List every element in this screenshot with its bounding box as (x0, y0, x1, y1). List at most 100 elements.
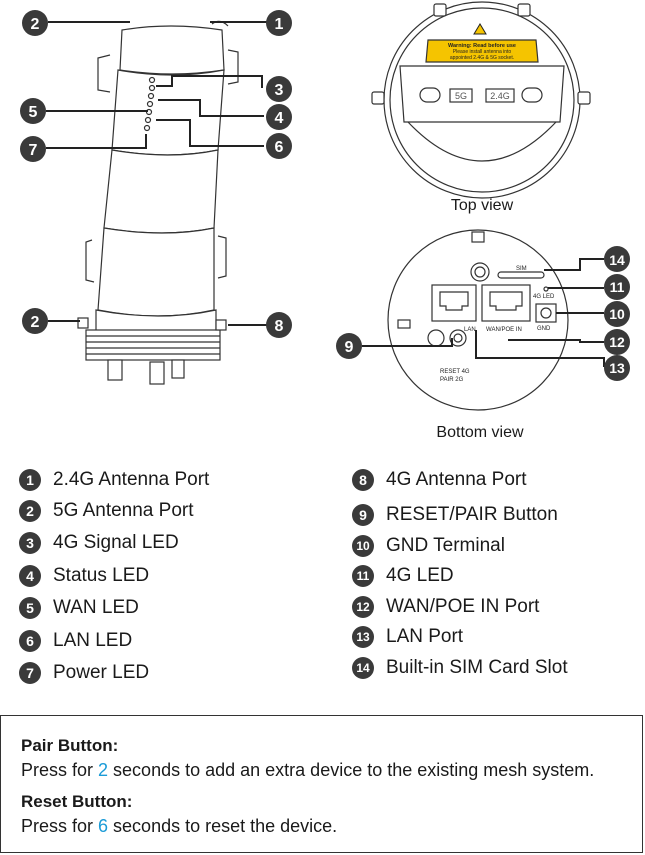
port-label-24g: 2.4G (490, 91, 510, 101)
callout-3: 3 (266, 76, 292, 102)
legend-badge: 9 (352, 504, 374, 526)
legend-label: WAN LED (53, 597, 139, 618)
gnd-label: GND (537, 326, 551, 332)
callout-11: 11 (604, 274, 630, 300)
legend-label: 4G Signal LED (53, 532, 179, 553)
callout-13: 13 (604, 355, 630, 381)
legend-item-11: 11 4G LED (352, 565, 454, 587)
callout-9: 9 (336, 333, 362, 359)
svg-text:5: 5 (29, 104, 38, 121)
svg-text:13: 13 (609, 360, 625, 376)
legend-item-6: 6 LAN LED (19, 630, 132, 652)
legend-item-4: 4 Status LED (19, 565, 149, 587)
legend-item-3: 3 4G Signal LED (19, 532, 179, 554)
pair-button-text: Press for 2 seconds to add an extra devi… (21, 760, 595, 780)
led-4g-label: 4G LED (533, 294, 555, 300)
callout-8: 8 (266, 312, 292, 338)
svg-text:1: 1 (275, 16, 284, 33)
legend-label: 4G LED (386, 565, 454, 586)
legend-item-5: 5 WAN LED (19, 597, 139, 619)
warning-line2: appointed 2.4G & 5G socket. (450, 55, 514, 61)
reset-button-text: Press for 6 seconds to reset the device. (21, 816, 338, 836)
reset-button-title: Reset Button: (21, 792, 133, 811)
legend-badge: 14 (352, 657, 374, 679)
svg-text:8: 8 (275, 318, 284, 335)
sim-label: SIM (516, 266, 527, 272)
svg-text:7: 7 (29, 142, 38, 159)
legend-item-13: 13 LAN Port (352, 626, 463, 648)
svg-text:9: 9 (345, 339, 354, 356)
legend-item-2: 2 5G Antenna Port (19, 500, 194, 522)
legend-label: RESET/PAIR Button (386, 504, 558, 525)
svg-text:4: 4 (275, 110, 284, 127)
reset-label-1: RESET 4G (440, 369, 470, 375)
legend-label: LAN Port (386, 626, 464, 647)
leader-lines (46, 21, 268, 326)
svg-text:12: 12 (609, 334, 625, 350)
legend-badge: 10 (352, 535, 374, 557)
legend-label: Built-in SIM Card Slot (386, 657, 568, 678)
callout-2-top: 2 (22, 10, 48, 36)
legend-badge: 13 (352, 626, 374, 648)
svg-text:14: 14 (609, 252, 625, 268)
legend-label: 4G Antenna Port (386, 469, 527, 490)
lan-label: LAN (464, 327, 476, 333)
legend-badge: 7 (19, 662, 41, 684)
legend-label: LAN LED (53, 630, 133, 651)
callout-7: 7 (20, 136, 46, 162)
top-view (371, 1, 591, 199)
callout-10: 10 (604, 301, 630, 327)
legend-label: Power LED (53, 662, 150, 683)
callout-2-bottom: 2 (22, 308, 48, 334)
legend-badge: 3 (19, 532, 41, 554)
reset-label-2: PAIR 2G (440, 377, 464, 383)
legend-badge: 1 (19, 469, 41, 491)
bottom-view-caption: Bottom view (436, 424, 524, 441)
legend-item-7: 7 Power LED (19, 662, 149, 684)
reset-seconds: 6 (98, 816, 109, 836)
device-side-view (77, 20, 239, 385)
legend-item-1: 1 2.4G Antenna Port (19, 469, 209, 491)
legend-label: GND Terminal (386, 535, 505, 556)
legend-badge: 11 (352, 565, 374, 587)
legend-item-12: 12 WAN/POE IN Port (352, 596, 539, 618)
callout-6: 6 (266, 133, 292, 159)
wan-label: WAN/POE IN (486, 327, 522, 333)
svg-text:2: 2 (31, 314, 40, 331)
svg-text:6: 6 (275, 139, 284, 156)
callout-1: 1 (266, 10, 292, 36)
pair-seconds: 2 (98, 760, 109, 780)
legend-item-8: 8 4G Antenna Port (352, 469, 527, 491)
pair-button-title: Pair Button: (21, 736, 119, 755)
callout-14: 14 (604, 246, 630, 272)
legend-item-14: 14 Built-in SIM Card Slot (352, 657, 568, 679)
callout-badges: 1 2 3 4 5 6 7 2 8 9 14 11 10 12 13 (20, 10, 630, 381)
warning-title: Warning: Read before use (448, 43, 516, 49)
top-view-caption: Top view (451, 197, 514, 214)
legend-label: Status LED (53, 565, 150, 586)
legend-badge: 4 (19, 565, 41, 587)
callout-5: 5 (20, 98, 46, 124)
legend-badge: 8 (352, 469, 374, 491)
callout-12: 12 (604, 329, 630, 355)
legend-label: 5G Antenna Port (53, 500, 194, 521)
warning-line1: Please install antenna into (453, 49, 512, 55)
svg-text:2: 2 (31, 16, 40, 33)
svg-text:3: 3 (275, 82, 284, 99)
legend-badge: 5 (19, 597, 41, 619)
svg-text:10: 10 (609, 306, 625, 322)
legend-item-9: 9 RESET/PAIR Button (352, 504, 558, 526)
port-label-5g: 5G (455, 91, 467, 101)
button-instructions-box: Pair Button: Press for 2 seconds to add … (0, 715, 643, 853)
legend-badge: 2 (19, 500, 41, 522)
bottom-view (387, 229, 569, 411)
bottom-leader-lines (362, 258, 605, 367)
legend-badge: 6 (19, 630, 41, 652)
legend-label: WAN/POE IN Port (386, 596, 540, 617)
legend-item-10: 10 GND Terminal (352, 535, 505, 557)
device-diagram: Warning: Read before use Please install … (20, 1, 630, 441)
legend-label: 2.4G Antenna Port (53, 469, 210, 490)
callout-4: 4 (266, 104, 292, 130)
svg-text:11: 11 (610, 279, 625, 295)
legend-badge: 12 (352, 596, 374, 618)
